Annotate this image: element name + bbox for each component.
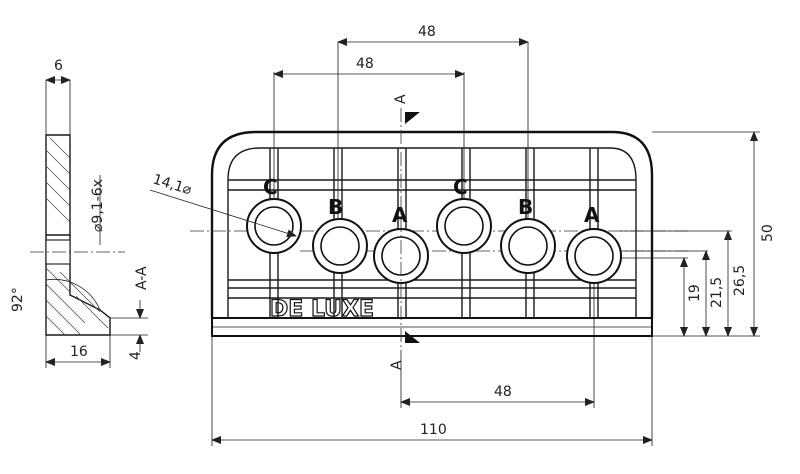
hole-c-1 xyxy=(246,198,302,254)
section-mark-top: A xyxy=(393,94,409,104)
section-arrow-bottom xyxy=(405,331,420,343)
dim-side-step: 4 xyxy=(128,351,144,360)
hole-c-2 xyxy=(436,198,492,254)
dim-48-upper: 48 xyxy=(418,24,436,40)
dim-hole-callout: ⌀9,1-6x xyxy=(90,179,106,232)
hole-label: A xyxy=(392,203,408,227)
dim-counterbore: 14,1⌀ xyxy=(151,172,194,199)
front-inner-outline xyxy=(227,147,637,318)
section-arrow-top xyxy=(405,112,420,124)
hole-a-1 xyxy=(373,228,429,284)
hole-label: B xyxy=(328,195,343,219)
dim-height-50: 50 xyxy=(760,224,776,242)
dim-height-19: 19 xyxy=(687,284,703,302)
hole-b-2 xyxy=(500,218,556,274)
dim-side-width-bottom: 16 xyxy=(70,344,88,360)
side-upper-bar xyxy=(45,134,71,236)
dim-overall-width: 110 xyxy=(420,422,447,438)
hole-a-2 xyxy=(566,228,622,284)
hole-label: C xyxy=(263,175,278,199)
side-hatching xyxy=(45,137,109,336)
side-section-view: 6 ⌀9,1-6x A-A 92° 4 16 xyxy=(10,58,150,368)
section-mark-bottom: A xyxy=(389,360,405,370)
counterbore-leader xyxy=(149,189,297,238)
front-dimensions: 48 48 48 110 50 26,5 21,5 19 xyxy=(211,24,776,446)
dim-height-26-5: 26,5 xyxy=(732,265,748,296)
dim-side-width-top: 6 xyxy=(54,58,63,74)
angle-arc xyxy=(45,279,101,311)
front-outline xyxy=(210,130,654,318)
dim-48-lower: 48 xyxy=(356,56,374,72)
dim-angle: 92° xyxy=(10,287,26,312)
section-label: A-A xyxy=(134,266,150,290)
hole-label: A xyxy=(584,203,600,227)
front-view: C B A C B A DE LUXE 14,1⌀ A A xyxy=(149,94,690,370)
hole-label: C xyxy=(453,175,468,199)
dim-48-bottom: 48 xyxy=(494,384,512,400)
hole-label: B xyxy=(518,195,533,219)
ribs-horizontal xyxy=(228,179,636,299)
brand-text: DE LUXE xyxy=(270,297,374,322)
dim-height-21-5: 21,5 xyxy=(709,277,725,308)
hole-b-1 xyxy=(312,218,368,274)
